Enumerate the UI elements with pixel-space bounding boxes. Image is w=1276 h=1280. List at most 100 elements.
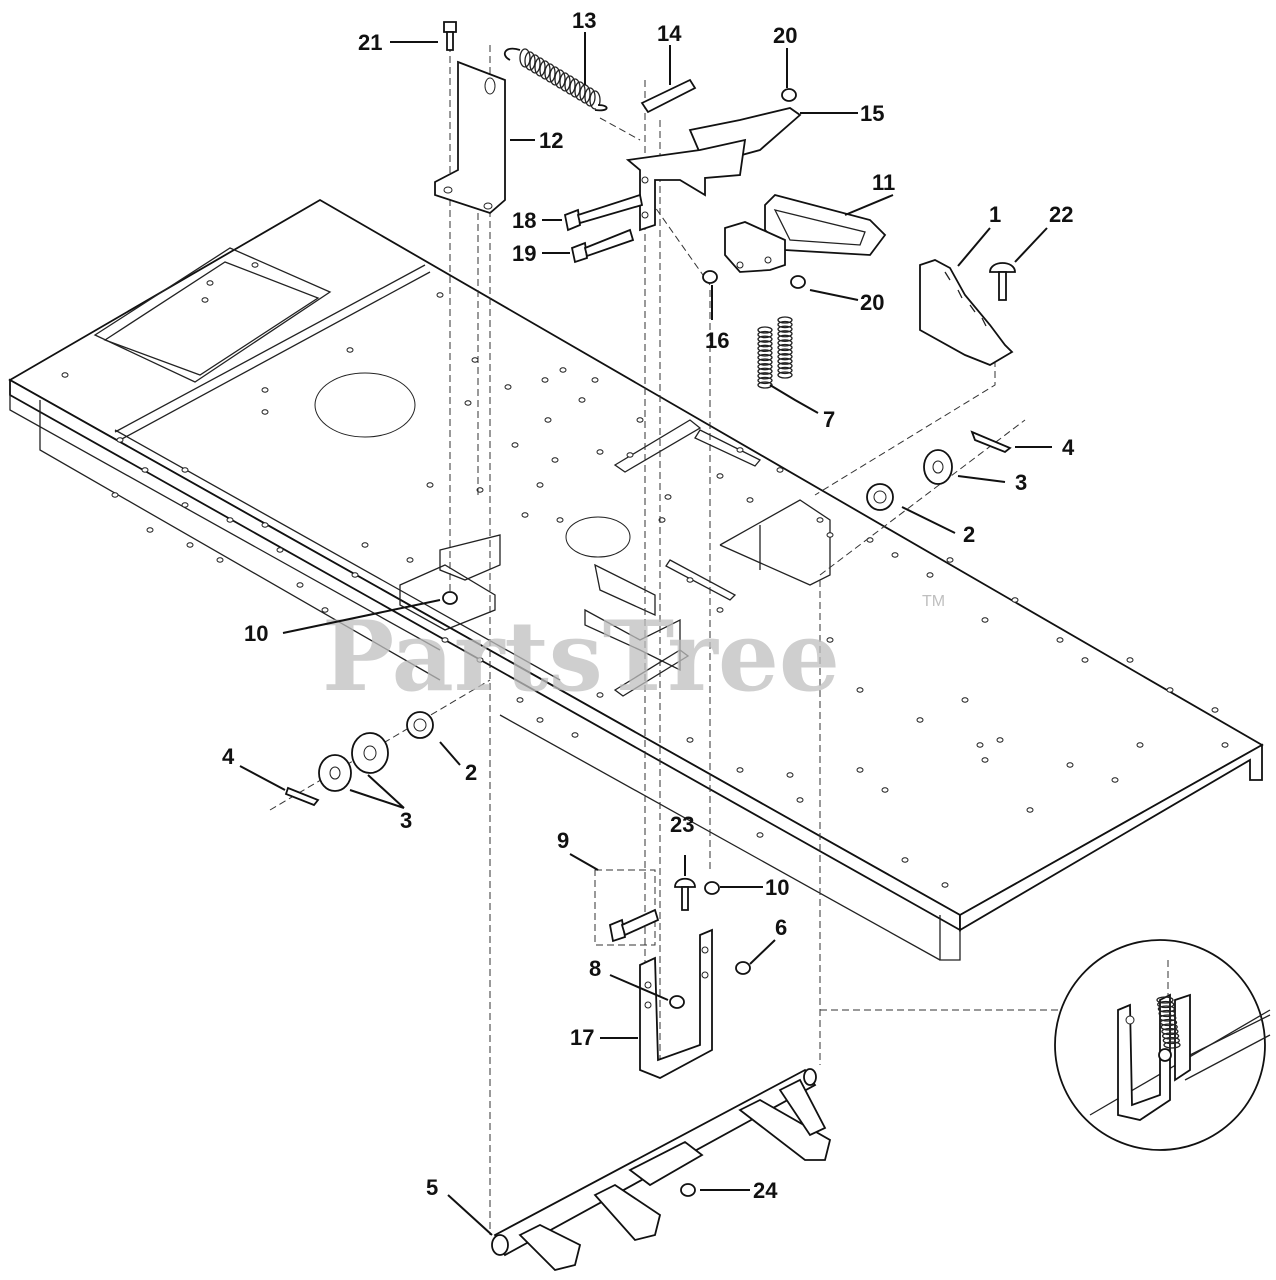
mounting-hole: [1081, 657, 1089, 663]
mounting-hole: [516, 697, 524, 703]
detail-inset: [1054, 939, 1271, 1151]
mounting-hole: [1136, 742, 1144, 748]
washers-3-left: [318, 732, 389, 792]
mounting-hole: [1166, 687, 1174, 693]
callout-11: 11: [872, 170, 895, 195]
mounting-hole: [946, 557, 954, 563]
mounting-hole: [716, 607, 724, 613]
bracket-17: [639, 928, 713, 1079]
mounting-hole: [926, 572, 934, 578]
callout-3-right: 3: [1015, 470, 1027, 495]
mounting-hole: [816, 517, 824, 523]
spring-coil: [777, 334, 793, 342]
spring-coil: [1163, 1041, 1181, 1049]
mounting-hole: [686, 737, 694, 743]
callout-4-left: 4: [222, 744, 235, 769]
spring-coil: [777, 320, 793, 329]
bolt-18: [563, 193, 644, 232]
callout-15: 15: [860, 101, 884, 126]
spring-coil: [757, 344, 773, 352]
spring-coil: [584, 87, 596, 107]
mounting-hole: [1066, 762, 1074, 768]
mounting-hole: [976, 742, 984, 748]
mounting-hole: [521, 512, 529, 518]
mounting-hole: [736, 767, 744, 773]
mounting-hole: [941, 882, 949, 888]
mounting-hole: [856, 767, 864, 773]
spring-coil: [757, 367, 773, 375]
spring-coil: [1159, 1014, 1177, 1022]
mounting-hole: [756, 832, 764, 838]
mounting-hole: [296, 582, 304, 588]
spring-coil: [777, 348, 793, 356]
mounting-hole: [1011, 597, 1019, 603]
mounting-hole: [536, 482, 544, 488]
callout-4-right: 4: [1062, 435, 1075, 460]
callout-2-left: 2: [465, 760, 477, 785]
mounting-hole: [1211, 707, 1219, 713]
callout-17: 17: [570, 1025, 594, 1050]
spring-coil: [777, 330, 793, 338]
mounting-hole: [881, 787, 889, 793]
spring-coil: [544, 63, 556, 83]
mounting-hole: [596, 692, 604, 698]
mounting-hole: [181, 467, 189, 473]
spring-coil: [1160, 1023, 1178, 1031]
mounting-hole: [916, 717, 924, 723]
mounting-hole: [541, 377, 549, 383]
mounting-hole: [1111, 777, 1119, 783]
leader-lines: [239, 32, 1052, 1236]
spring-coil: [757, 330, 773, 339]
callout-23: 23: [670, 812, 694, 837]
bolt-23: [674, 877, 696, 911]
watermark-tm: TM: [922, 593, 945, 610]
spring-coil: [777, 343, 793, 352]
pin-14: [640, 78, 697, 114]
mounting-hole: [536, 717, 544, 723]
callout-19: 19: [512, 241, 536, 266]
mounting-hole: [891, 552, 899, 558]
spring-coil: [564, 75, 576, 95]
spring-coil: [757, 376, 773, 385]
mounting-hole: [776, 467, 784, 473]
mounting-hole: [464, 400, 472, 406]
mounting-hole: [591, 377, 599, 383]
spring-coil: [549, 66, 561, 86]
mounting-hole: [206, 280, 214, 286]
mounting-hole: [1056, 637, 1064, 643]
mounting-hole: [716, 473, 724, 479]
alignment-lines: [269, 45, 1100, 1235]
mounting-hole: [201, 297, 209, 303]
quadrant-1: [919, 259, 1014, 367]
nut-6: [735, 961, 751, 975]
mounting-hole: [181, 502, 189, 508]
mounting-hole: [504, 384, 512, 390]
spring-coil: [529, 54, 541, 74]
mounting-hole: [186, 542, 194, 548]
mounting-hole: [664, 494, 672, 500]
mounting-hole: [436, 292, 444, 298]
spring-coil: [519, 48, 531, 68]
bolt-21: [443, 21, 457, 51]
spring-coil: [777, 371, 793, 379]
spring-coil: [574, 81, 586, 101]
nut-16: [702, 270, 718, 284]
mounting-hole: [406, 557, 414, 563]
bushing-2-right: [866, 483, 894, 511]
mounting-hole: [361, 542, 369, 548]
spring-coil: [757, 381, 773, 389]
mounting-hole: [111, 492, 119, 498]
spring-coil: [1157, 1005, 1176, 1013]
mounting-hole: [596, 449, 604, 455]
mounting-hole: [426, 482, 434, 488]
watermark-text: PartsTree: [322, 600, 840, 713]
mounting-hole: [544, 417, 552, 423]
bolt-19: [570, 228, 635, 264]
mounting-hole: [261, 522, 269, 528]
mounting-hole: [216, 557, 224, 563]
spring-coil: [1158, 1009, 1176, 1018]
mounting-hole: [736, 447, 744, 453]
mounting-hole: [141, 467, 149, 473]
mounting-hole: [551, 457, 559, 463]
